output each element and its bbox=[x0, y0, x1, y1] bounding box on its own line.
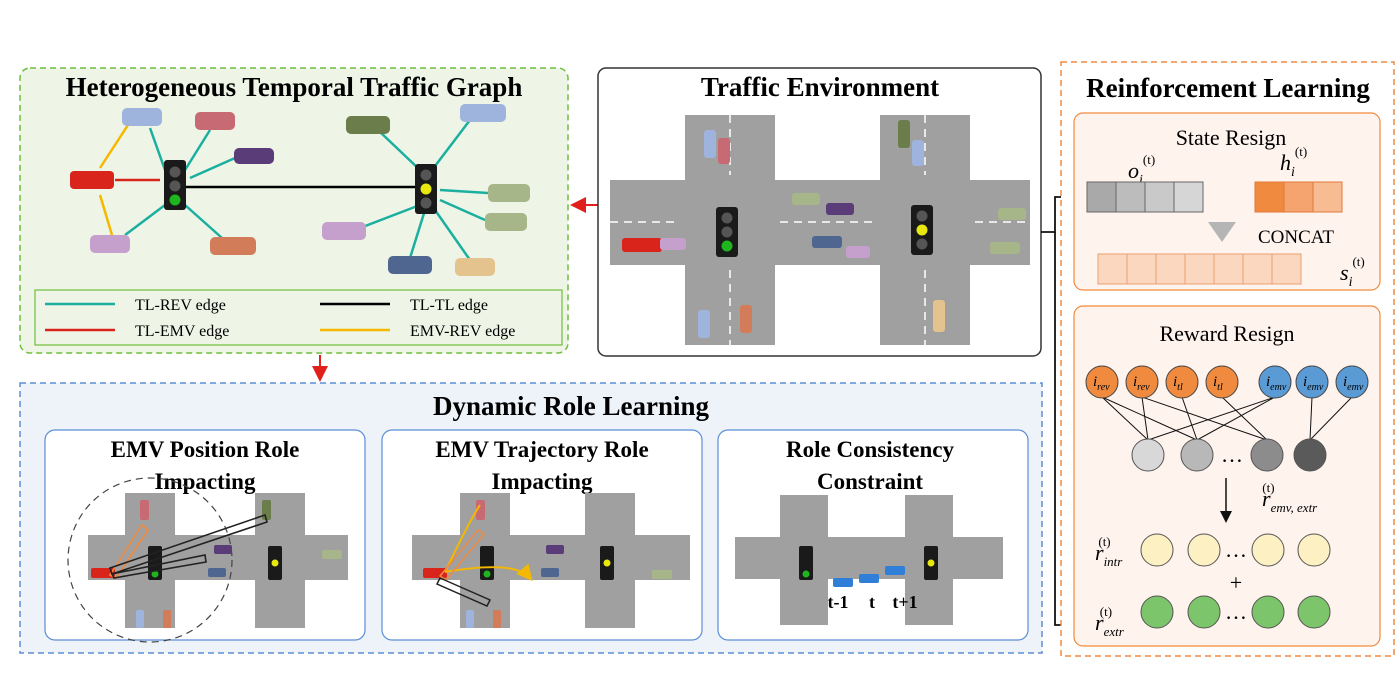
state-label: si(t) bbox=[1340, 254, 1365, 290]
graph-edges bbox=[98, 119, 489, 261]
reward-input-node-label: iemv bbox=[1303, 374, 1324, 393]
graph-vehicles bbox=[70, 104, 530, 276]
r-intr-label: rintr(t) bbox=[1095, 534, 1123, 569]
legend-tl-tl: TL-TL edge bbox=[410, 297, 488, 314]
legend-tl-rev: TL-REV edge bbox=[135, 297, 226, 314]
hidden-ellipsis: … bbox=[1221, 442, 1243, 467]
time-label-next: t+1 bbox=[892, 592, 917, 612]
hidden-vector bbox=[1254, 181, 1343, 213]
drl-sub-consistency: Role Consistency Constraint t-1 t t+1 bbox=[717, 429, 1029, 641]
env-vehicles bbox=[622, 120, 1026, 338]
rl-panel: Reinforcement Learning State Resign oi(t… bbox=[1060, 61, 1395, 657]
reward-input-node bbox=[1335, 365, 1369, 399]
reward-resign-box: Reward Resign irev irev itl itl iemv iemv iemv bbox=[1073, 305, 1381, 647]
reward-resign-title: Reward Resign bbox=[1159, 321, 1294, 346]
reward-input-node bbox=[1258, 365, 1292, 399]
r-extr-label: rextr(t) bbox=[1095, 604, 1125, 639]
r-emv-extr-label: remv, extr(t) bbox=[1262, 480, 1318, 515]
drl-sub-position-title-2: Impacting bbox=[155, 469, 256, 494]
concat-label: CONCAT bbox=[1258, 227, 1334, 248]
graph-legend: TL-REV edge TL-TL edge TL-EMV edge EMV-R… bbox=[34, 289, 563, 346]
drl-sub-position-title-1: EMV Position Role bbox=[111, 437, 300, 462]
plus-sign: + bbox=[1230, 570, 1242, 595]
drl-sub-trajectory-title-1: EMV Trajectory Role bbox=[435, 437, 648, 462]
drl-sub-position: EMV Position Role Impacting bbox=[44, 429, 366, 643]
legend-tl-emv: TL-EMV edge bbox=[135, 323, 229, 340]
reward-input-node bbox=[1125, 365, 1159, 399]
graph-panel: Heterogeneous Temporal Traffic Graph bbox=[19, 67, 569, 354]
env-panel-title: Traffic Environment bbox=[701, 72, 939, 102]
intr-nodes bbox=[1140, 533, 1331, 567]
drl-sub-consistency-title-1: Role Consistency bbox=[786, 437, 955, 462]
drl-sub-consistency-title-2: Constraint bbox=[817, 469, 923, 494]
drl-sub-trajectory-title-2: Impacting bbox=[492, 469, 593, 494]
reward-input-node-label: irev bbox=[1133, 374, 1150, 393]
reward-input-nodes: irev irev itl itl iemv iemv iemv bbox=[1085, 365, 1369, 399]
drl-panel-title: Dynamic Role Learning bbox=[433, 391, 709, 421]
reward-connections bbox=[1101, 396, 1353, 441]
concat-arrow bbox=[1208, 222, 1236, 242]
reward-hidden-nodes bbox=[1131, 438, 1327, 472]
reward-input-node bbox=[1295, 365, 1329, 399]
env-traffic-light-2 bbox=[911, 205, 933, 255]
legend-emv-rev: EMV-REV edge bbox=[410, 323, 515, 340]
obs-label: oi(t) bbox=[1128, 152, 1155, 188]
graph-traffic-light-2 bbox=[415, 164, 437, 214]
time-label-prev: t-1 bbox=[828, 592, 849, 612]
graph-panel-title: Heterogeneous Temporal Traffic Graph bbox=[66, 72, 523, 102]
graph-traffic-light-1 bbox=[164, 160, 186, 210]
env-traffic-light-1 bbox=[716, 207, 738, 257]
state-resign-title: State Resign bbox=[1176, 125, 1287, 150]
state-vector bbox=[1097, 253, 1302, 285]
drl-sub-trajectory: EMV Trajectory Role Impacting bbox=[381, 429, 703, 641]
env-panel: Traffic Environment bbox=[597, 67, 1042, 357]
reward-input-node bbox=[1085, 365, 1119, 399]
reward-input-node bbox=[1205, 365, 1239, 399]
rl-panel-title: Reinforcement Learning bbox=[1086, 73, 1370, 103]
extr-ellipsis: … bbox=[1225, 599, 1247, 624]
intr-ellipsis: … bbox=[1225, 537, 1247, 562]
drl-panel: Dynamic Role Learning EMV Position Role … bbox=[19, 382, 1043, 654]
time-label-now: t bbox=[869, 592, 875, 612]
reward-input-node-label: itl bbox=[1213, 374, 1223, 393]
reward-input-node-label: itl bbox=[1173, 374, 1183, 393]
extr-nodes bbox=[1140, 595, 1331, 629]
obs-vector bbox=[1086, 181, 1204, 213]
reward-input-node-label: iemv bbox=[1343, 374, 1364, 393]
reward-input-node-label: iemv bbox=[1266, 374, 1287, 393]
state-resign-box: State Resign oi(t) hi(t) CONCAT bbox=[1073, 112, 1381, 291]
reward-input-node-label: irev bbox=[1093, 374, 1110, 393]
reward-input-node bbox=[1165, 365, 1199, 399]
hidden-label: hi(t) bbox=[1280, 144, 1307, 180]
